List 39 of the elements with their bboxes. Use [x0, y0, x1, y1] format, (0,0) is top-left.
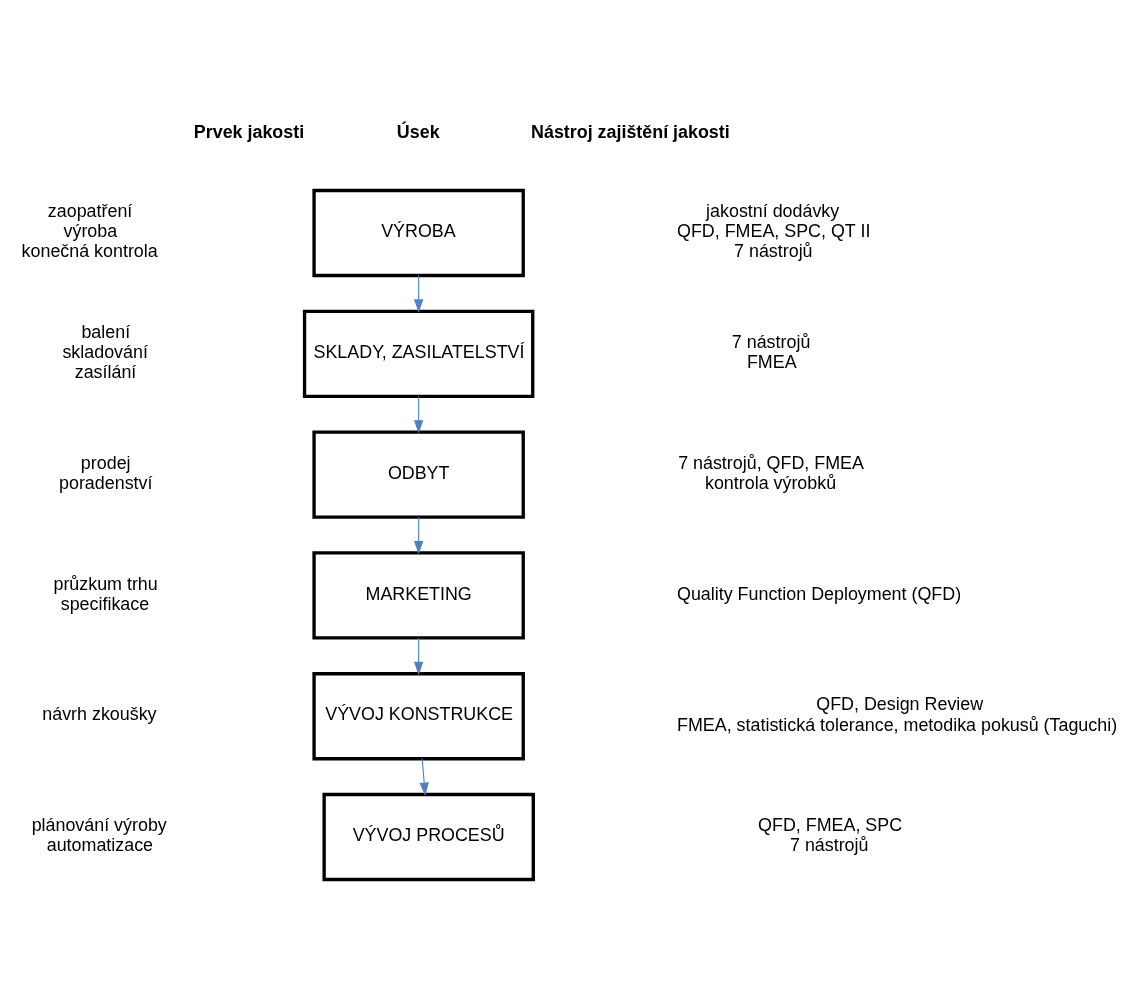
node-box: VÝVOJ PROCESŮ — [322, 792, 535, 882]
label: návrh zkoušky — [42, 704, 157, 725]
node-box: VÝVOJ KONSTRUKCE — [312, 672, 525, 761]
label: specifikace — [60, 593, 150, 614]
arrow — [413, 516, 424, 555]
label: QFD, FMEA, SPC, QT II — [677, 221, 871, 242]
label: prodej — [80, 452, 131, 473]
label: QFD, FMEA, SPC — [758, 815, 903, 836]
label: Quality Function Deployment (QFD) — [677, 583, 962, 604]
label: Prvek jakosti — [193, 121, 305, 142]
label: automatizace — [46, 835, 154, 856]
label: plánování výroby — [31, 815, 167, 836]
label: 7 nástrojů, QFD, FMEA — [678, 452, 864, 473]
label: skladování — [62, 342, 148, 363]
label: Úsek — [396, 121, 440, 142]
node-box: VÝROBA — [312, 188, 525, 278]
label: 7 nástrojů — [731, 332, 811, 353]
label: výroba — [63, 221, 118, 242]
label: Nástroj zajištění jakosti — [531, 121, 730, 142]
label: kontrola výrobků — [704, 472, 837, 493]
node-box: ODBYT — [312, 430, 525, 519]
label: QFD, Design Review — [816, 694, 984, 715]
label: konečná kontrola — [21, 241, 158, 262]
label: průzkum trhu — [53, 573, 158, 594]
label: FMEA — [746, 352, 797, 373]
label: zasílání — [74, 362, 137, 383]
node-box: SKLADY, ZASILATELSTVÍ — [302, 309, 535, 398]
label: 7 nástrojů — [789, 835, 869, 856]
node-box: MARKETING — [312, 551, 525, 640]
label: balení — [81, 321, 131, 342]
arrow — [419, 758, 429, 796]
label: 7 nástrojů — [734, 241, 813, 262]
arrow — [413, 395, 424, 434]
label: FMEA, statistická tolerance, metodika pokusů (Taguchi) — [677, 714, 1118, 735]
label: poradenství — [59, 472, 153, 493]
arrow — [413, 275, 424, 313]
arrow — [413, 637, 424, 676]
label: jakostní dodávky — [706, 201, 840, 222]
label: zaopatření — [47, 201, 133, 222]
